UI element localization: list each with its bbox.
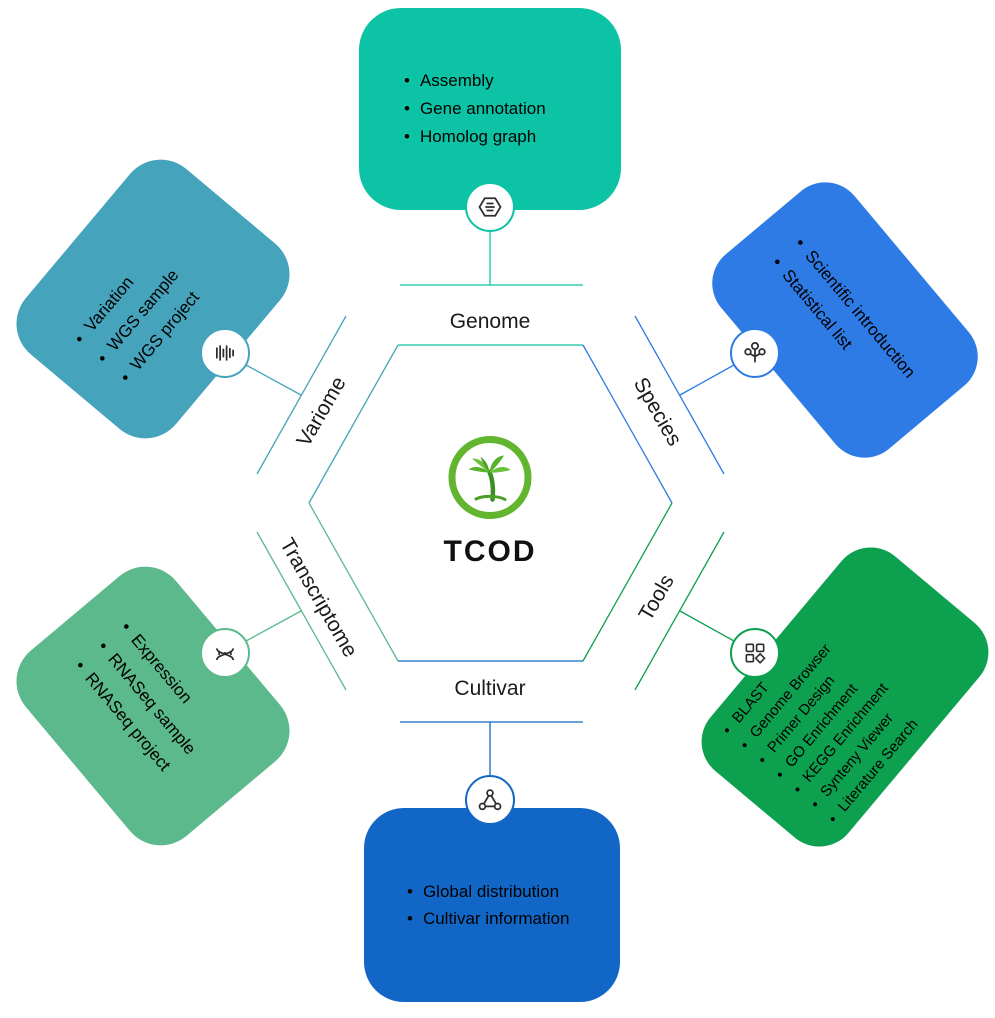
tools-box: BLASTGenome BrowserPrimer DesignGO Enric…: [686, 531, 995, 863]
species-label: Species: [628, 373, 687, 450]
species-item-list: Scientific introductionStatistical list: [764, 231, 923, 405]
bullet-item: Global distribution: [407, 878, 569, 905]
genome-box: AssemblyGene annotationHomolog graph: [359, 8, 621, 210]
bullet-item: Gene annotation: [404, 95, 546, 123]
share-network-icon: [465, 775, 515, 825]
transcriptome-label: Transcriptome: [275, 534, 362, 662]
barcode-icon: [200, 328, 250, 378]
cultivar-label: Cultivar: [454, 677, 526, 700]
dna-helix-icon: [200, 628, 250, 678]
apps-grid-icon: [730, 628, 780, 678]
bullet-item: Assembly: [404, 67, 546, 95]
genome-label: Genome: [449, 310, 531, 333]
bullet-item: Cultivar information: [407, 905, 569, 932]
tools-label: Tools: [634, 570, 679, 625]
transcriptome-box: ExpressionRNASeq sampleRNASeq project: [0, 550, 306, 862]
plant-icon: [730, 328, 780, 378]
variome-label: Variome: [292, 372, 351, 451]
cultivar-item-list: Global distributionCultivar information: [407, 878, 569, 932]
tcod-title: TCOD: [443, 535, 537, 568]
hexagon-list-icon: [465, 182, 515, 232]
variome-box: VariationWGS sampleWGS project: [0, 143, 306, 455]
genome-item-list: AssemblyGene annotationHomolog graph: [404, 67, 546, 151]
species-box: Scientific introductionStatistical list: [696, 166, 994, 474]
palm-tree-logo: [447, 435, 533, 526]
variome-item-list: VariationWGS sampleWGS project: [66, 243, 210, 390]
bullet-item: Homolog graph: [404, 123, 546, 151]
cultivar-box: Global distributionCultivar information: [364, 808, 620, 1002]
